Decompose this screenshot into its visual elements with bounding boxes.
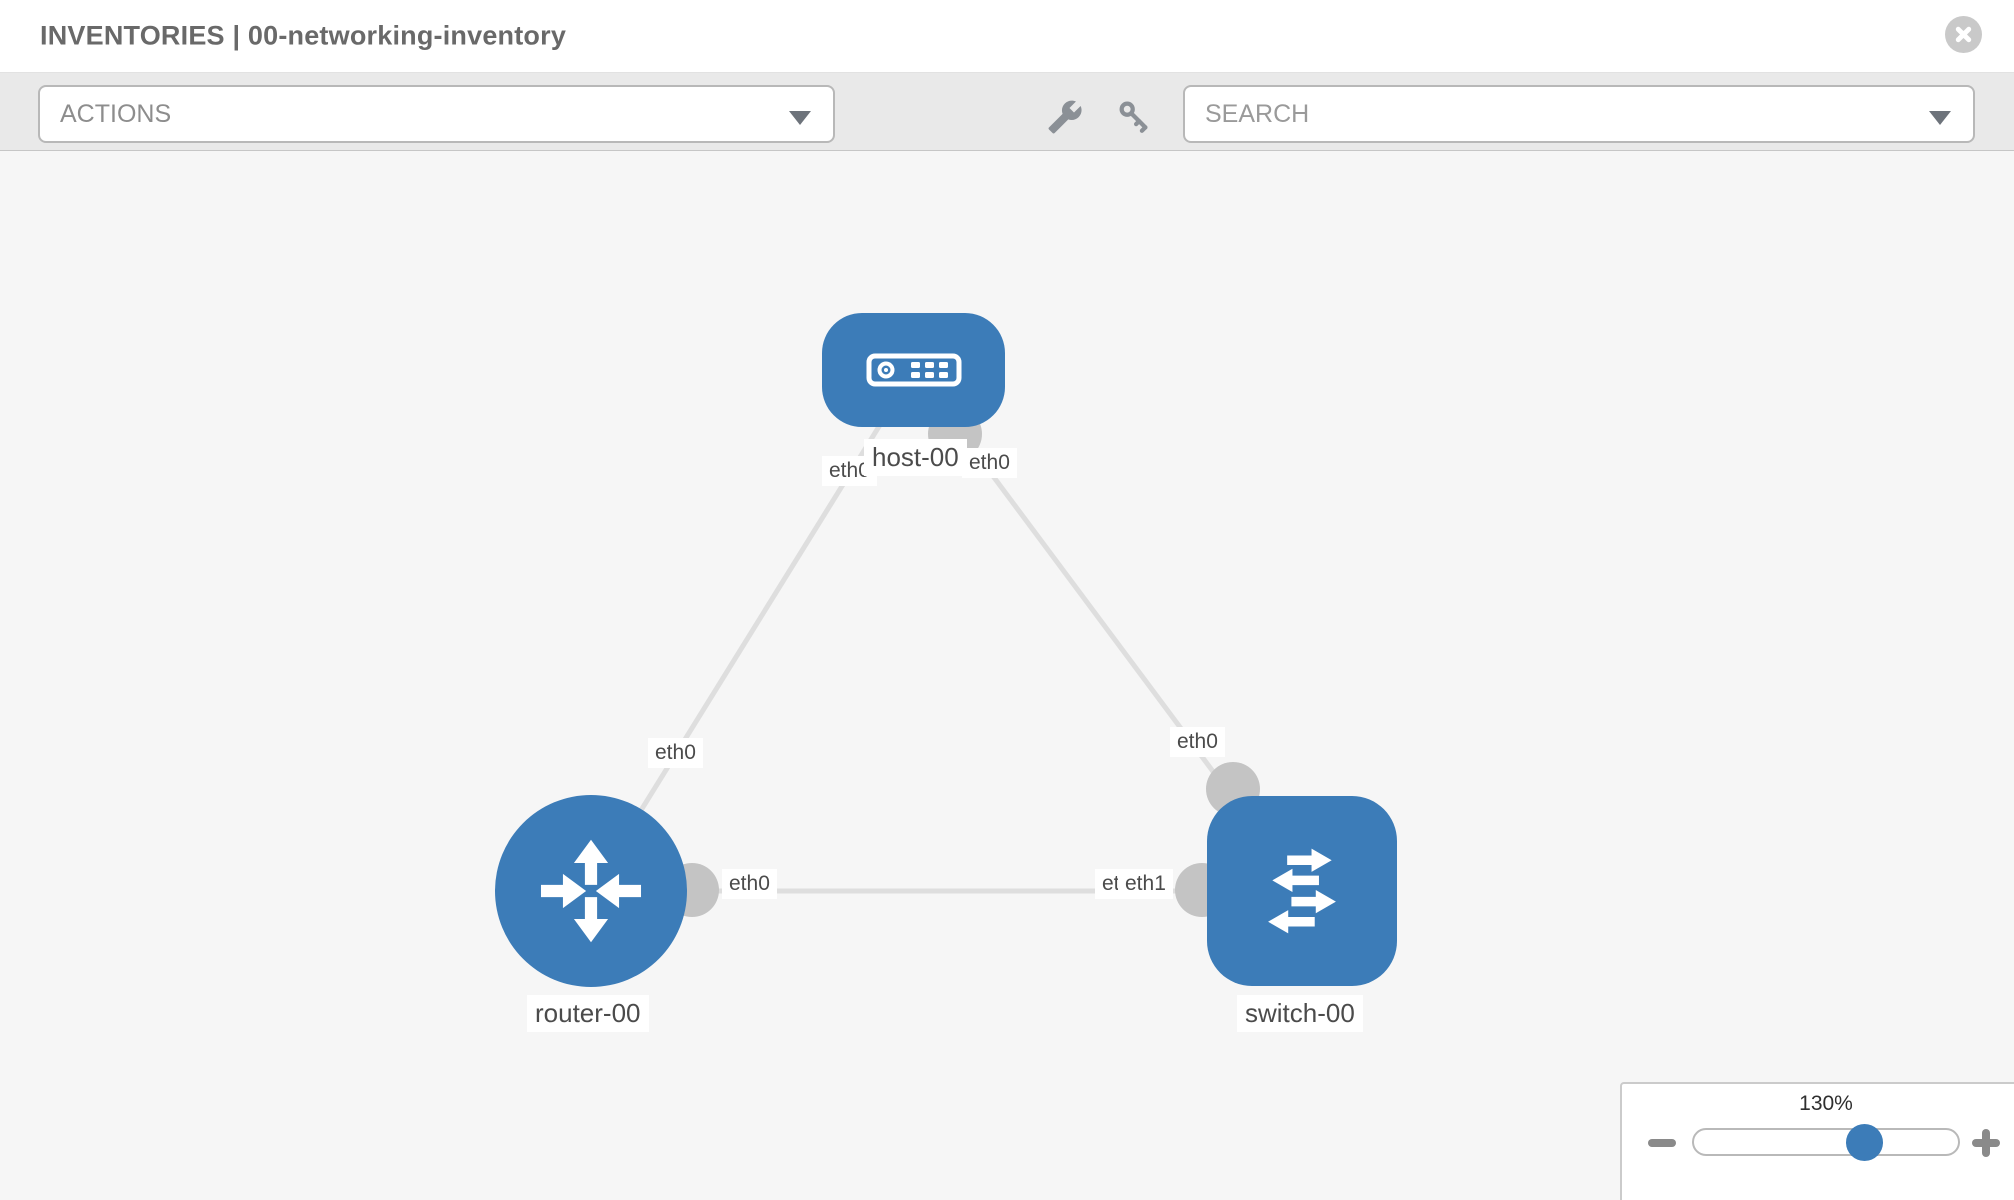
search-dropdown[interactable]: SEARCH — [1183, 85, 1975, 143]
zoom-out-button[interactable] — [1648, 1139, 1676, 1147]
zoom-slider-thumb[interactable] — [1846, 1124, 1883, 1161]
actions-dropdown[interactable]: ACTIONS — [38, 85, 835, 143]
node-router-00[interactable] — [495, 795, 687, 987]
zoom-level: 130% — [1799, 1092, 1853, 1115]
node-label-host-00: host-00 — [864, 439, 967, 476]
node-label-switch-00: switch-00 — [1237, 995, 1363, 1032]
node-switch-00[interactable] — [1207, 796, 1397, 986]
chevron-down-icon — [1929, 111, 1951, 125]
actions-dropdown-label: ACTIONS — [60, 99, 172, 128]
key-icon[interactable] — [1117, 99, 1151, 138]
router-icon — [540, 839, 642, 943]
switch-icon — [1268, 848, 1336, 934]
page-title: INVENTORIES | 00-networking-inventory — [40, 20, 567, 51]
wrench-icon[interactable] — [1047, 99, 1083, 140]
zoom-slider-track[interactable] — [1692, 1128, 1960, 1156]
iface-label-host-switch-host-end: eth0 — [962, 448, 1017, 478]
search-placeholder: SEARCH — [1205, 99, 1310, 128]
node-label-router-00: router-00 — [527, 995, 649, 1032]
close-button[interactable] — [1945, 16, 1982, 53]
toolbar: ACTIONS SEARCH — [0, 73, 2014, 151]
chevron-down-icon — [789, 111, 811, 125]
iface-label-host-router-router-end: eth0 — [648, 738, 703, 768]
zoom-panel: 130% — [1620, 1082, 2014, 1200]
plus-icon — [1982, 1129, 1990, 1157]
iface-label-router-switch-router-end: eth0 — [722, 869, 777, 899]
close-icon — [1955, 26, 1972, 43]
server-icon — [866, 353, 961, 387]
header: INVENTORIES | 00-networking-inventory — [0, 0, 2014, 73]
iface-label-router-switch-switch-end-eth1: eth1 — [1118, 869, 1173, 899]
zoom-in-button[interactable] — [1972, 1129, 2000, 1157]
node-host-00[interactable] — [822, 313, 1005, 427]
iface-label-host-switch-switch-end: eth0 — [1170, 727, 1225, 757]
